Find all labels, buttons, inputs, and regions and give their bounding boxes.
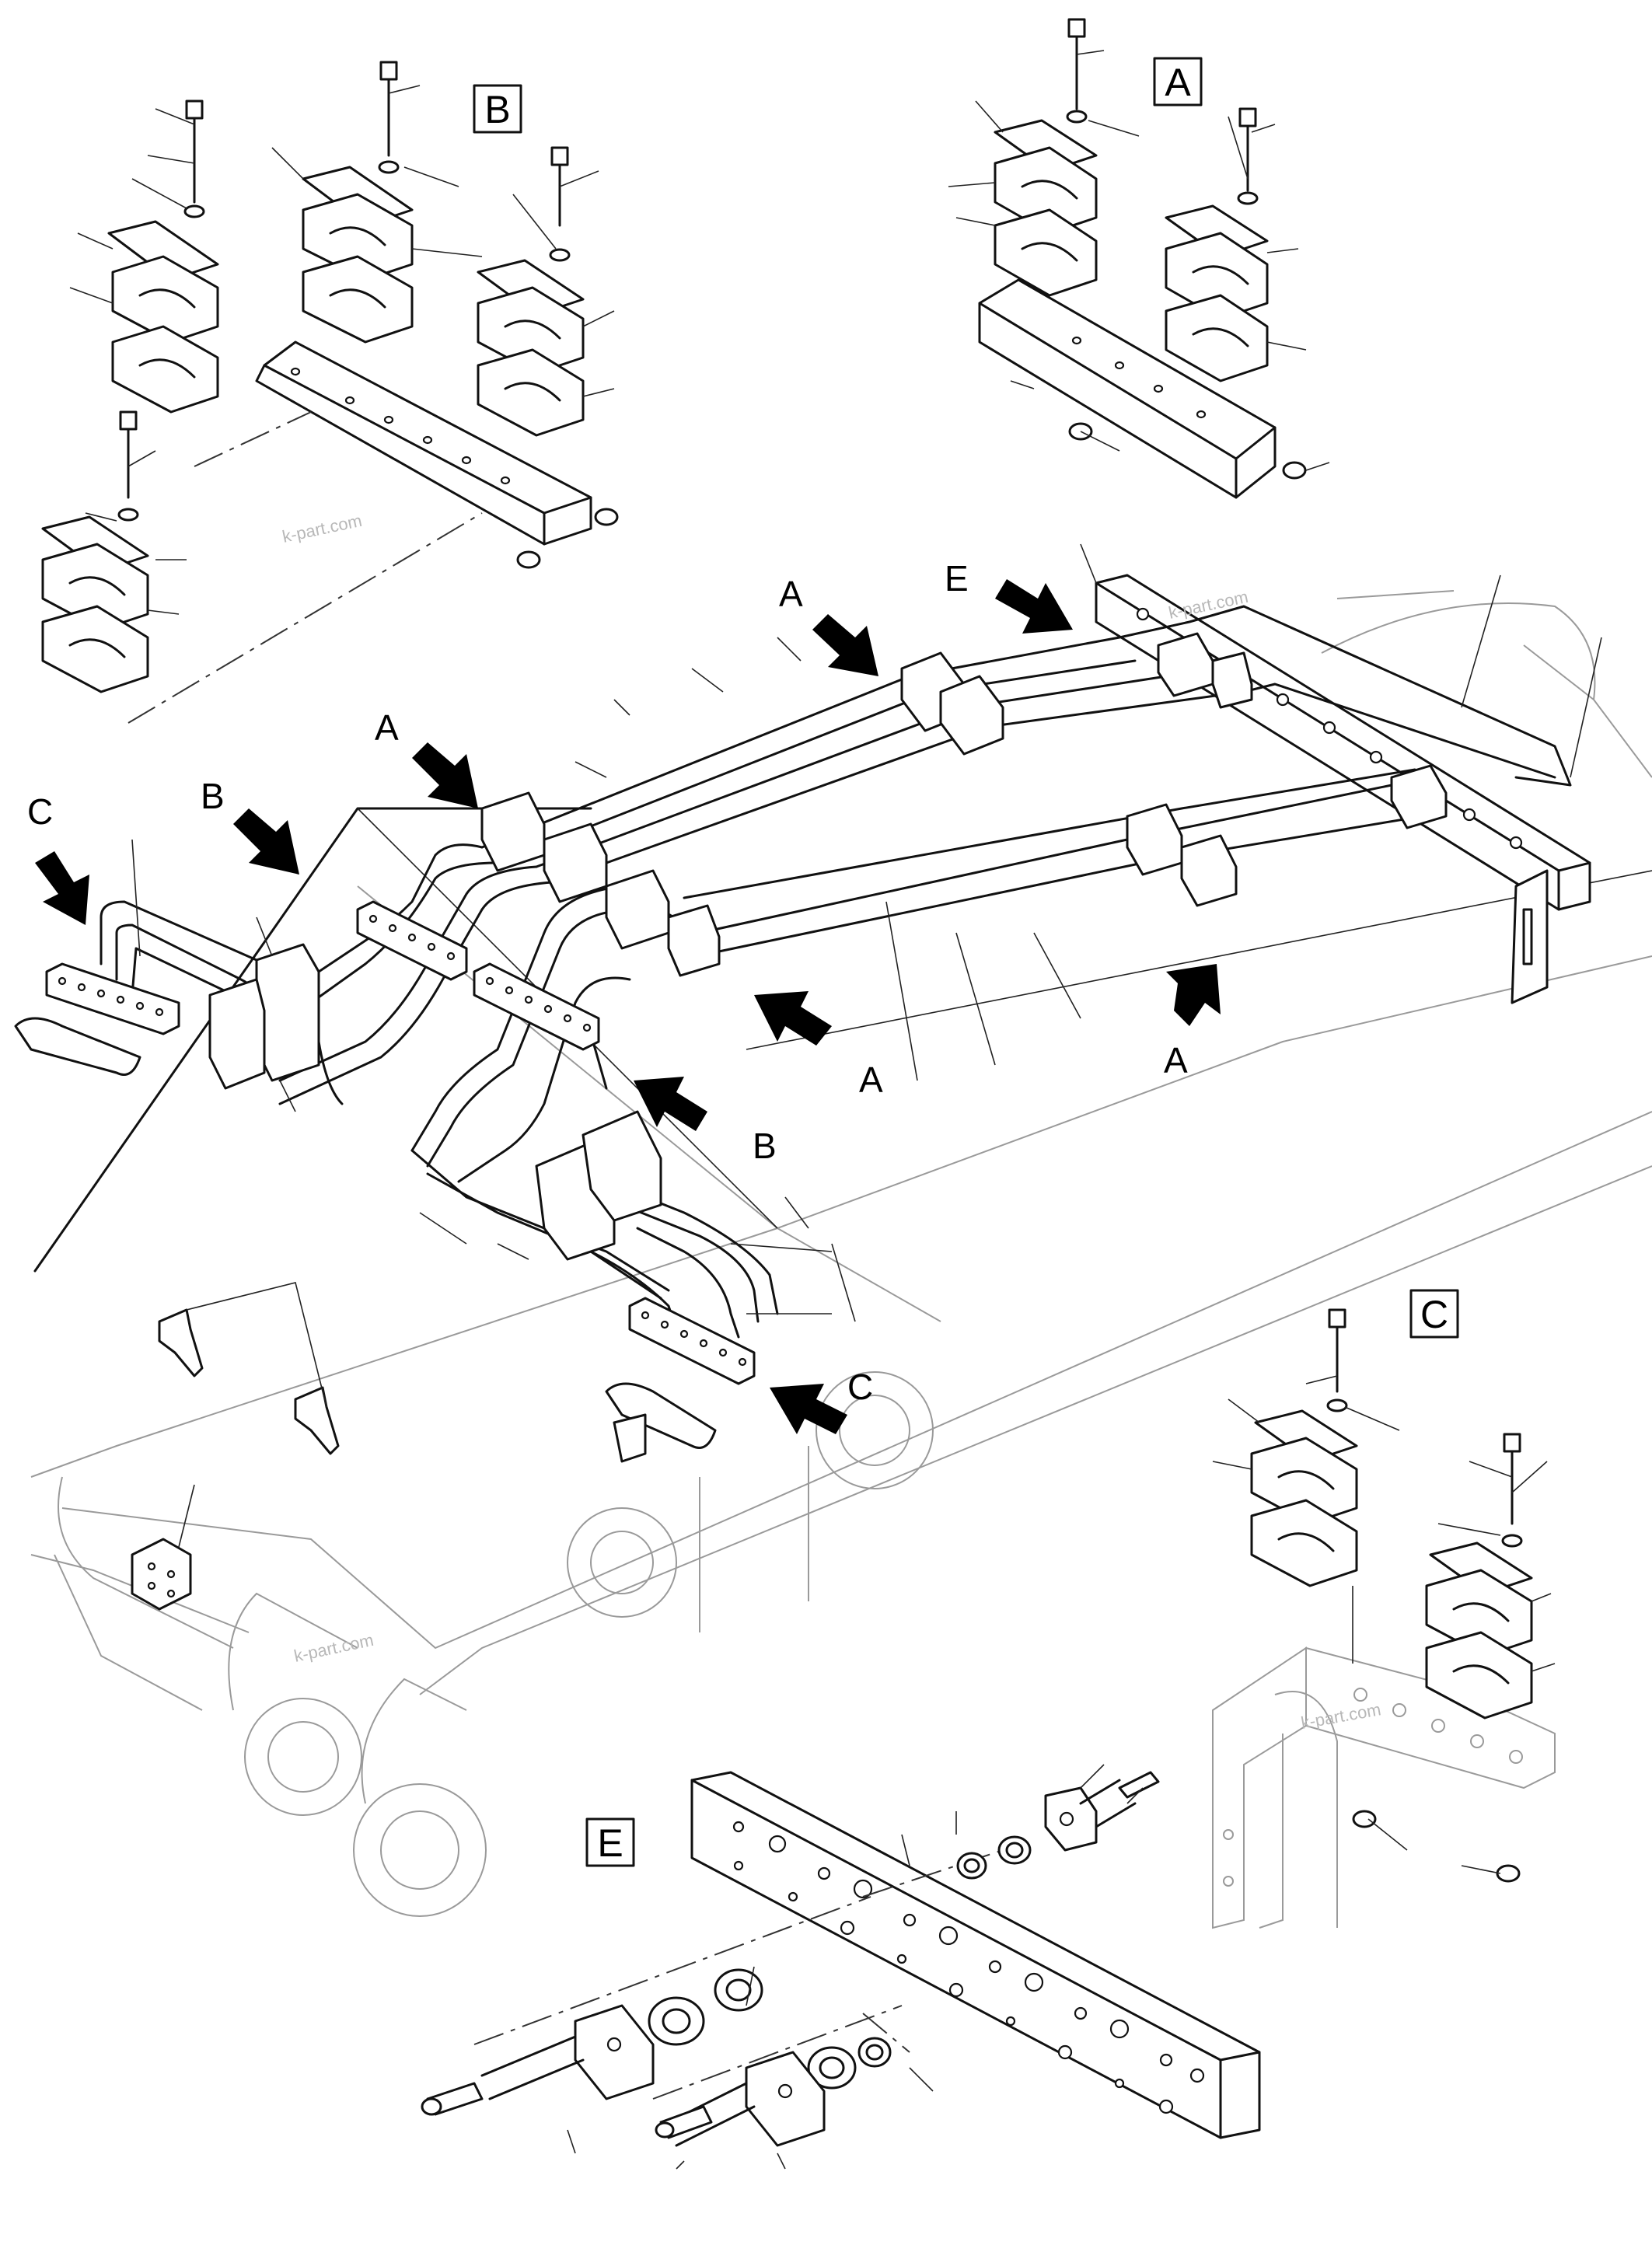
bracket-holes (290, 367, 511, 485)
detail-a: A (948, 18, 1330, 499)
callout-arrows (35, 579, 1221, 1434)
clamp-bar (45, 962, 180, 1035)
arrow-arrow-mid1 (754, 991, 832, 1046)
arrow-a3 (1166, 964, 1221, 1026)
detail-a-box (1153, 57, 1203, 106)
clamp-stack (477, 146, 585, 437)
arrow-c2 (770, 1384, 847, 1434)
arrow-a1 (812, 614, 878, 676)
arrow-a2 (412, 742, 478, 808)
detail-c: C k-part.com (1212, 1289, 1556, 1929)
detail-a-label: A (1165, 61, 1191, 104)
clamp-stack (1425, 1433, 1533, 1720)
arrow-b1 (233, 808, 299, 875)
clamp-stack (41, 410, 149, 693)
callout-a1: A (779, 574, 803, 614)
clamp-stack (302, 61, 414, 344)
callout-e1: E (945, 558, 969, 599)
callout-c1: C (27, 791, 53, 832)
detail-e-box (585, 1817, 635, 1867)
small-block (131, 1538, 192, 1611)
clamp-bar (473, 962, 600, 1051)
clamp-stack (107, 100, 219, 414)
pipe-bundle-lower (620, 768, 1424, 954)
small-bracket (294, 1386, 340, 1455)
callout-b2: B (753, 1126, 777, 1166)
detail-e-label: E (597, 1821, 623, 1865)
callout-b1: B (201, 776, 225, 816)
detail-e: E (421, 1764, 1261, 2170)
callout-a4: A (1164, 1040, 1188, 1081)
watermark: k-part.com (1300, 1699, 1383, 1733)
fitting (421, 1968, 763, 2116)
detail-c-label: C (1420, 1293, 1448, 1336)
arrow-c1 (35, 851, 89, 925)
detail-b: B (41, 61, 619, 724)
detail-b-label: B (484, 88, 510, 131)
pipe-clamps (208, 632, 1448, 1261)
fitting (956, 1771, 1160, 1880)
callout-a2: A (375, 707, 399, 748)
small-bracket (158, 1308, 204, 1377)
clamp-bar (628, 1297, 756, 1385)
detail-c-box (1409, 1289, 1459, 1339)
clamp-stack (1250, 1308, 1358, 1587)
clamp-stack (1165, 107, 1269, 382)
callout-a3: A (859, 1060, 883, 1100)
arrow-e1 (995, 579, 1073, 634)
clamp-stack (994, 18, 1098, 297)
detail-b-box (473, 84, 522, 134)
pipe-bundle-upper (480, 605, 1572, 884)
clamp-bar (356, 900, 468, 981)
fitting (655, 2037, 892, 2147)
callout-c2: C (847, 1367, 873, 1407)
manifold-holes (732, 1821, 1205, 2114)
arrow-arrow-mid2 (634, 1077, 707, 1131)
watermark: k-part.com (281, 511, 364, 546)
